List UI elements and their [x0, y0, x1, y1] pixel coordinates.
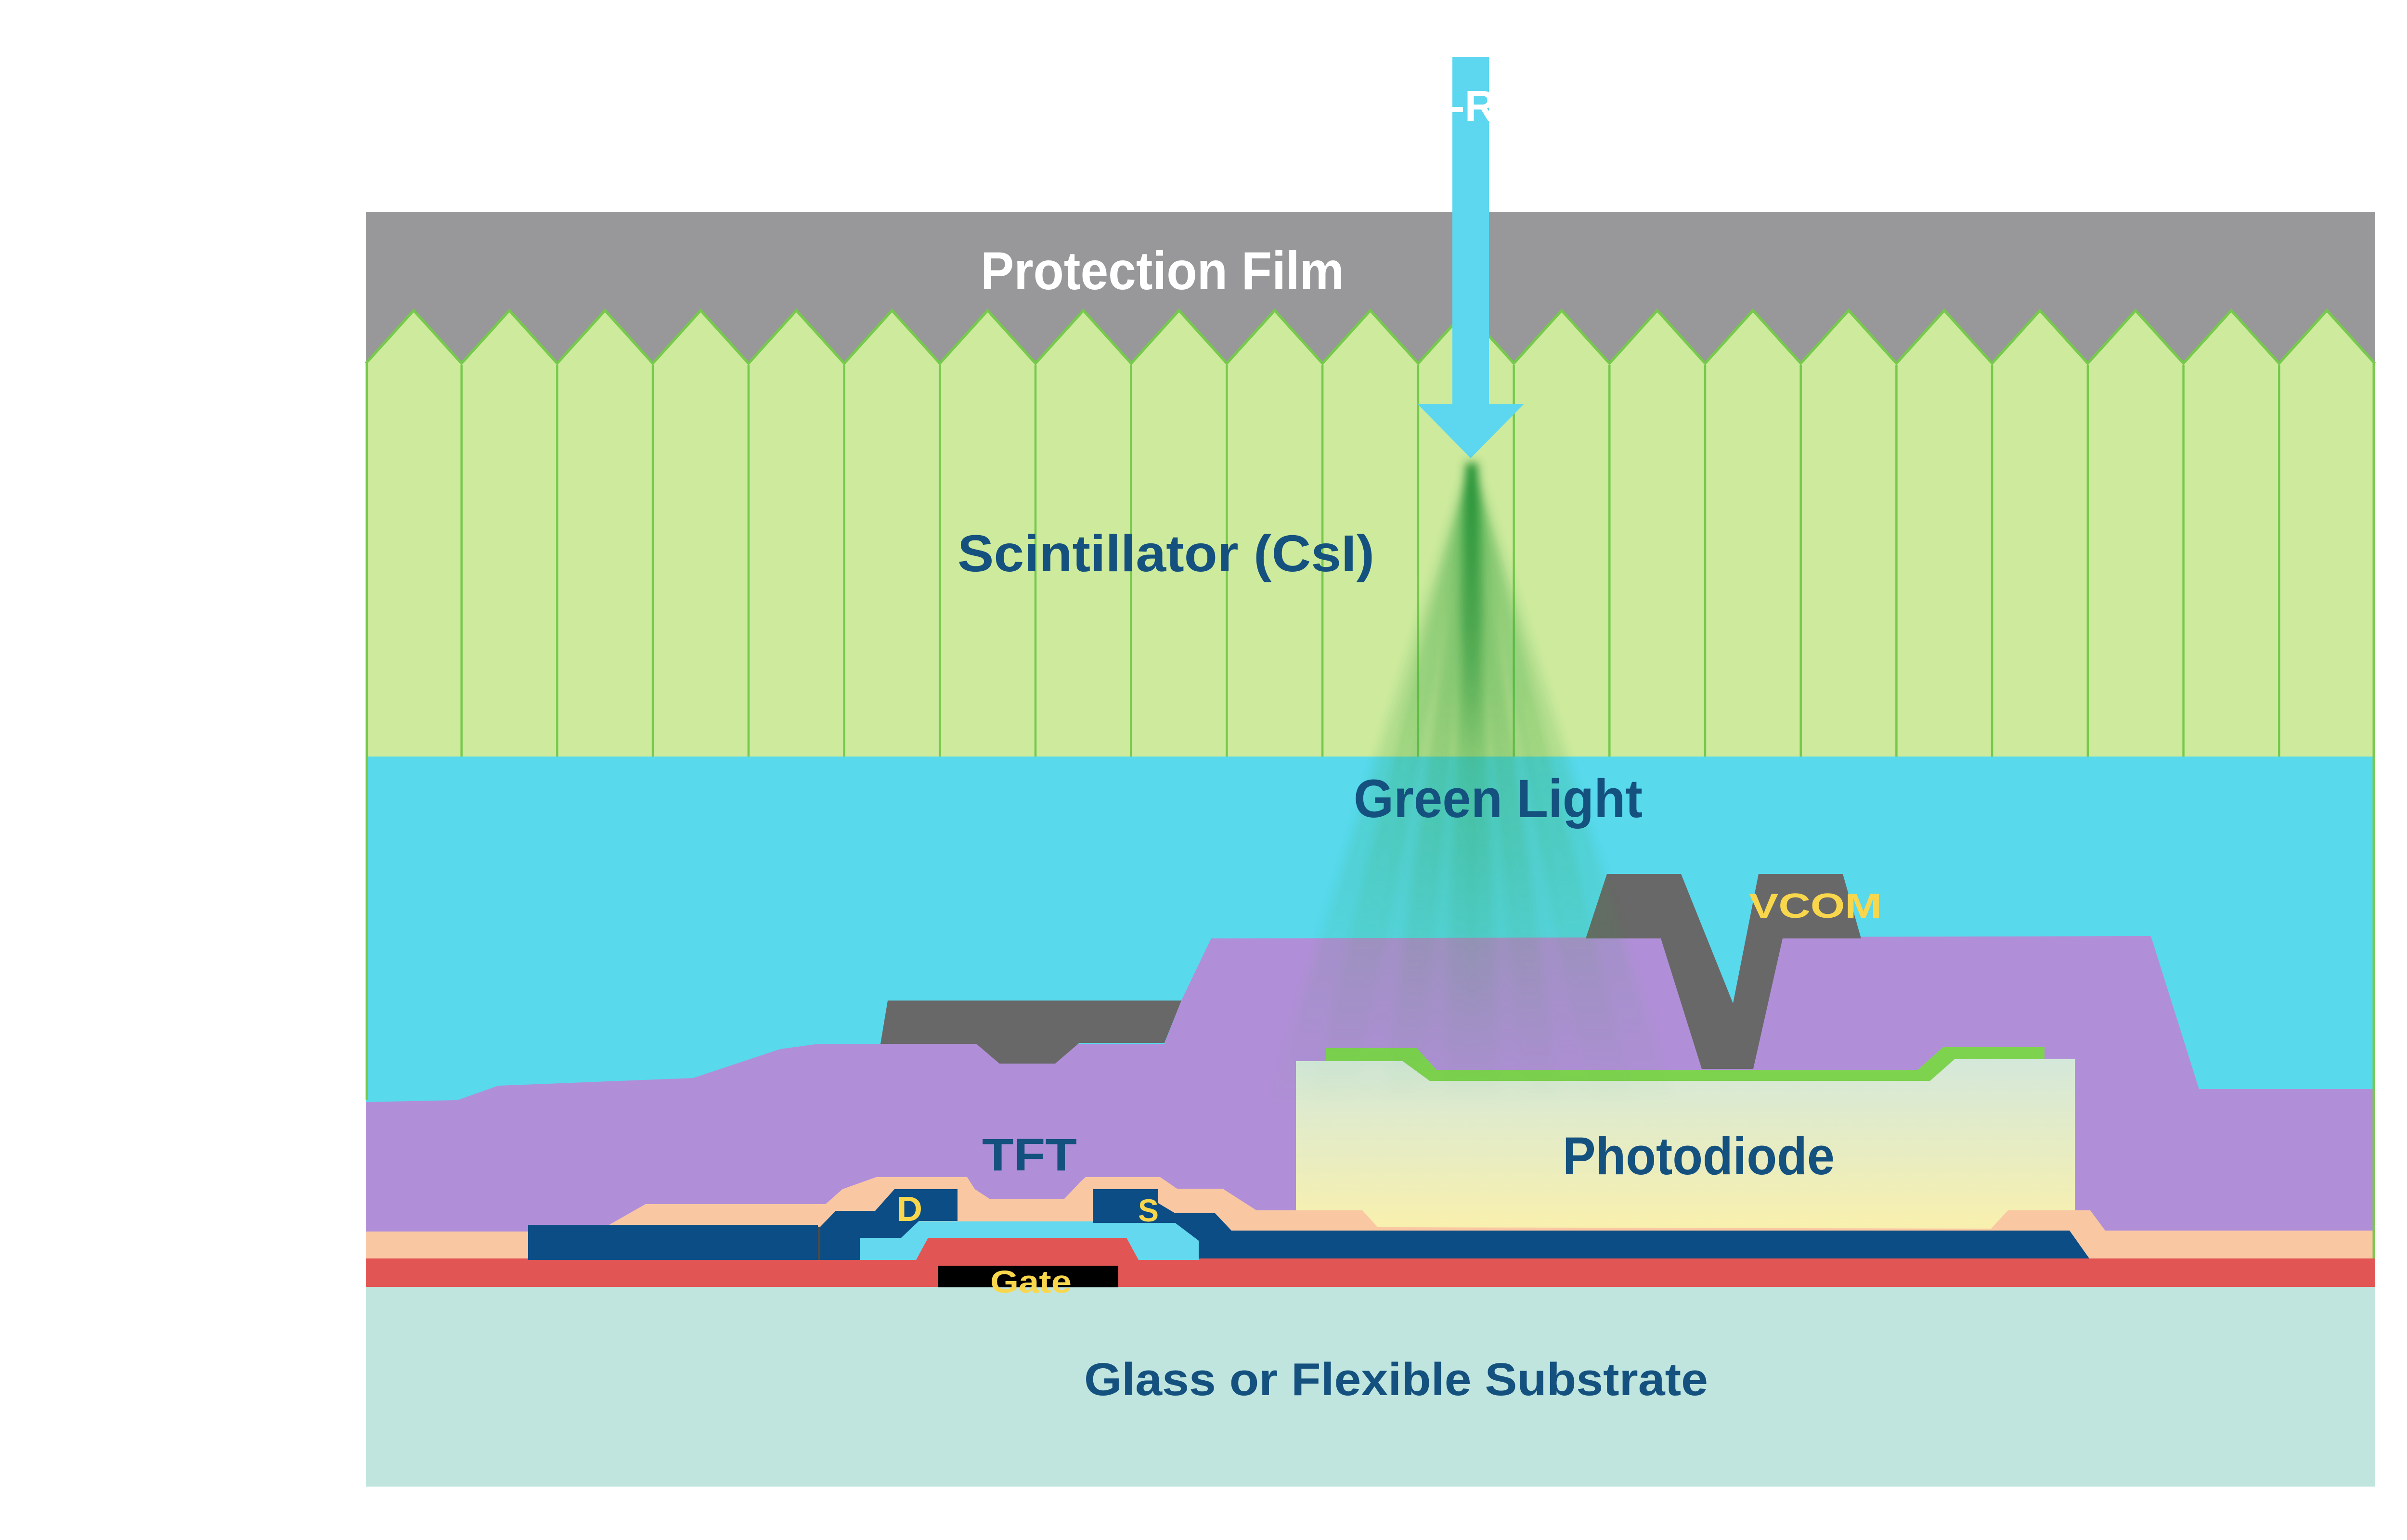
svg-text:Gate: Gate	[990, 1264, 1072, 1299]
svg-text:Scintillator (CsI): Scintillator (CsI)	[958, 524, 1374, 582]
svg-text:D: D	[897, 1190, 922, 1229]
svg-text:Photodiode: Photodiode	[1563, 1127, 1835, 1186]
svg-text:S: S	[1138, 1193, 1159, 1228]
svg-text:Protection Film: Protection Film	[981, 241, 1344, 301]
svg-text:X-Ray: X-Ray	[1421, 82, 1544, 130]
svg-text:VCOM: VCOM	[1749, 887, 1882, 925]
svg-text:TFT: TFT	[982, 1129, 1077, 1181]
svg-text:Glass or Flexible Substrate: Glass or Flexible Substrate	[1084, 1354, 1708, 1405]
svg-text:Green Light: Green Light	[1354, 769, 1643, 829]
